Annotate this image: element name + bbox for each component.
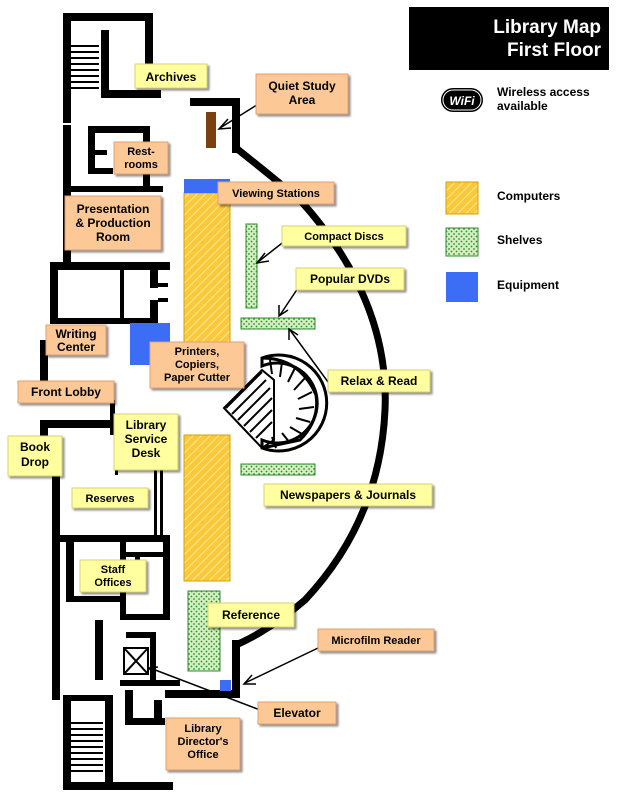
label-archives: Archives xyxy=(134,63,208,89)
label-newspapers: Newspapers & Journals xyxy=(263,483,433,507)
label-popular-dvds-line-1: Popular DVDs xyxy=(310,272,390,286)
legend: Computers Shelves Equipment xyxy=(445,181,561,302)
label-reference-line-1: Reference xyxy=(222,608,280,622)
wifi-icon: WiFi xyxy=(441,88,483,112)
label-service-desk: Library Service Desk xyxy=(113,413,179,471)
label-service-desk-line-2: Service xyxy=(125,432,168,446)
label-quiet-study: Quiet Study Area xyxy=(255,73,349,115)
label-restrooms-line-1: Rest- xyxy=(127,146,155,158)
label-presentation-room: Presentation & Production Room xyxy=(64,195,162,251)
legend-swatch-shelves xyxy=(445,227,479,257)
label-presentation-line-1: Presentation xyxy=(77,202,150,216)
label-staff-offices: Staff Offices xyxy=(79,559,147,593)
curved-outer-wall xyxy=(233,145,389,649)
label-reserves: Reserves xyxy=(71,487,149,509)
label-restrooms: Rest- rooms xyxy=(113,141,169,175)
label-compact-discs-line-1: Compact Discs xyxy=(304,231,383,243)
label-quiet-study-line-2: Area xyxy=(289,93,316,107)
label-microfilm: Microfilm Reader xyxy=(317,628,435,652)
title-block: Library Map First Floor xyxy=(409,7,609,70)
label-staff-offices-line-1: Staff xyxy=(101,564,126,576)
computers-area-upper xyxy=(183,192,231,344)
label-writing-center-line-2: Center xyxy=(57,340,95,354)
label-popular-dvds: Popular DVDs xyxy=(295,267,405,291)
label-restrooms-line-2: rooms xyxy=(124,159,158,171)
legend-label-shelves: Shelves xyxy=(497,233,543,247)
label-reserves-line-1: Reserves xyxy=(86,493,135,505)
shelf-compact-discs xyxy=(245,223,258,309)
label-front-lobby: Front Lobby xyxy=(17,380,115,404)
label-viewing-stations: Viewing Stations xyxy=(217,181,335,205)
legend-label-computers: Computers xyxy=(497,189,561,203)
spiral-staircase xyxy=(222,353,329,453)
label-writing-center-line-1: Writing xyxy=(55,327,96,341)
label-directors-office-line-3: Office xyxy=(187,749,218,761)
label-printers: Printers, Copiers, Paper Cutter xyxy=(149,341,245,389)
building-walls xyxy=(40,13,240,790)
label-elevator-line-1: Elevator xyxy=(273,706,321,720)
label-reference: Reference xyxy=(207,602,295,628)
label-printers-line-2: Copiers, xyxy=(175,359,219,371)
label-quiet-study-line-1: Quiet Study xyxy=(268,79,336,93)
wifi-icon-text: WiFi xyxy=(449,94,475,108)
label-front-lobby-line-1: Front Lobby xyxy=(31,385,101,399)
label-book-drop: Book Drop xyxy=(7,435,63,477)
label-printers-line-1: Printers, xyxy=(175,346,220,358)
label-viewing-stations-line-1: Viewing Stations xyxy=(232,188,320,200)
label-writing-center: Writing Center xyxy=(45,324,107,356)
legend-label-equipment: Equipment xyxy=(497,278,559,292)
shelf-popular-dvds xyxy=(240,317,316,330)
label-printers-line-3: Paper Cutter xyxy=(164,372,231,384)
label-staff-offices-line-2: Offices xyxy=(94,577,131,589)
room-labels: Archives Quiet Study Area Rest- rooms Vi… xyxy=(7,63,435,771)
title-line-2: First Floor xyxy=(507,40,602,61)
label-relax-read: Relax & Read xyxy=(327,369,431,393)
shelf-newspapers xyxy=(240,463,316,476)
label-directors-office-line-2: Director's xyxy=(178,736,229,748)
label-presentation-line-2: & Production xyxy=(75,216,150,230)
bottom-stairwell xyxy=(71,722,103,772)
label-newspapers-line-1: Newspapers & Journals xyxy=(280,488,416,502)
wifi-text-line-2: available xyxy=(497,99,548,113)
label-relax-read-line-1: Relax & Read xyxy=(341,374,418,388)
equipment-microfilm xyxy=(220,680,231,691)
label-service-desk-line-3: Desk xyxy=(132,446,161,460)
computers-area-lower xyxy=(183,434,231,582)
label-book-drop-line-1: Book xyxy=(20,440,50,454)
label-service-desk-line-1: Library xyxy=(126,418,167,432)
label-directors-office-line-1: Library xyxy=(184,723,222,735)
wifi-text-line-1: Wireless access xyxy=(497,85,590,99)
label-book-drop-line-2: Drop xyxy=(21,455,49,469)
pointer-arrows xyxy=(147,102,329,714)
quiet-study-desk xyxy=(206,112,216,148)
title-line-1: Library Map xyxy=(493,17,601,38)
top-stairwell xyxy=(71,45,99,89)
label-presentation-line-3: Room xyxy=(96,230,130,244)
label-archives-line-1: Archives xyxy=(146,70,197,84)
label-directors-office: Library Director's Office xyxy=(165,717,241,771)
label-elevator: Elevator xyxy=(257,701,337,725)
label-microfilm-line-1: Microfilm Reader xyxy=(331,635,421,647)
legend-swatch-equipment xyxy=(446,272,478,302)
label-compact-discs: Compact Discs xyxy=(281,225,407,247)
legend-swatch-computers xyxy=(445,181,479,215)
wifi-badge: WiFi Wireless access available xyxy=(441,85,590,113)
